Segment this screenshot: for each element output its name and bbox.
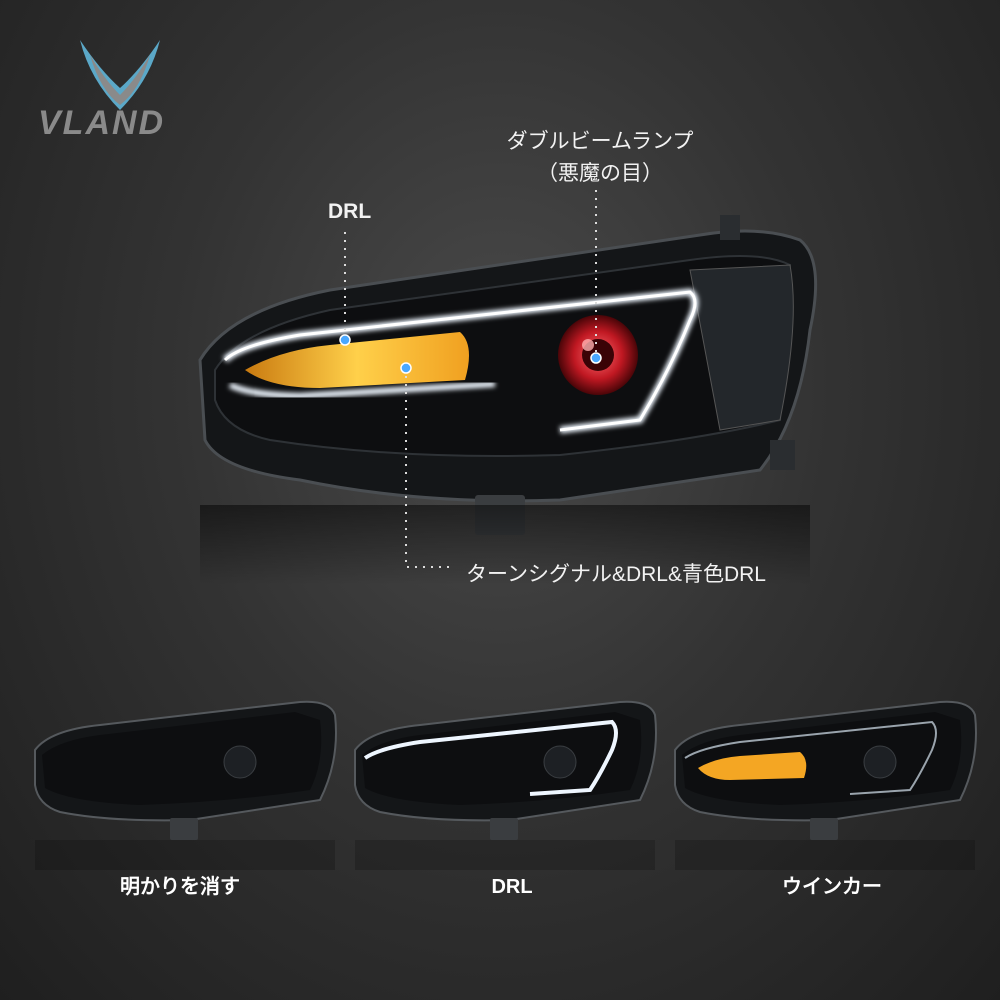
drl-strip-turn: [684, 720, 937, 795]
amber-turn-signal: [698, 752, 807, 780]
callout-drl: DRL: [328, 200, 372, 223]
headlight-turn: [674, 700, 977, 870]
callout-dual-beam-line2: （悪魔の目）: [537, 162, 663, 185]
caption-off: 明かりを消す: [120, 876, 240, 898]
brand-name: VLAND: [38, 104, 166, 142]
callout-dual-beam: ダブルビームランプ （悪魔の目）: [500, 126, 700, 190]
callout-turn-signal: ターンシグナル&DRL&青色DRL: [466, 563, 766, 586]
callout-dual-beam-line1: ダブルビームランプ: [506, 130, 694, 153]
caption-drl: DRL: [491, 876, 533, 898]
drl-strip-drl: [363, 719, 618, 796]
main-headlight-reflection: [200, 505, 810, 585]
callout-lines: [344, 190, 597, 568]
main-headlight: [198, 215, 818, 535]
vland-logo-icon: [80, 40, 160, 110]
headlight-off: [34, 700, 337, 870]
callout-dots: [339, 334, 602, 374]
caption-turn: ウインカー: [782, 876, 882, 898]
headlight-drl: [354, 700, 657, 870]
